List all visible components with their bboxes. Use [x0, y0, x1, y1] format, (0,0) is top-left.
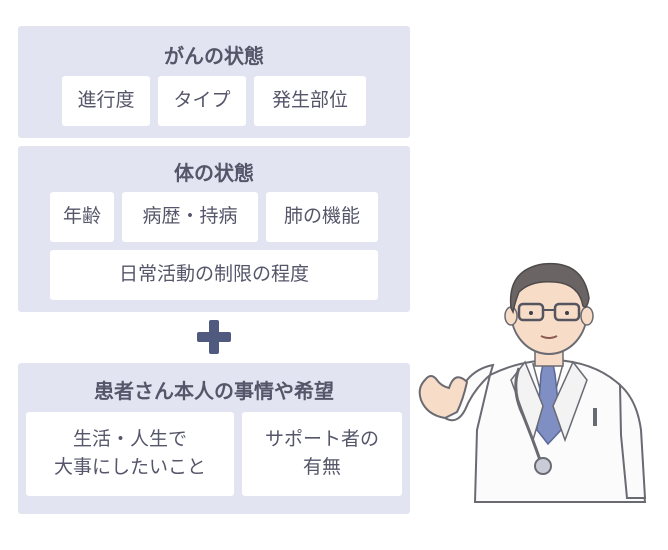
chip-stage: 進行度: [62, 76, 150, 126]
chip-lung-function: 肺の機能: [266, 192, 378, 242]
plus-icon: [197, 320, 231, 354]
doctor-illustration: [418, 262, 647, 503]
chip-life-priorities: 生活・人生で 大事にしたいこと: [26, 412, 234, 496]
chip-site: 発生部位: [254, 76, 366, 126]
patient-circumstances-panel: 患者さん本人の事情や希望 生活・人生で 大事にしたいこと サポート者の 有無: [18, 363, 410, 514]
chip-age: 年齢: [50, 192, 114, 242]
body-state-panel: 体の状態 年齢 病歴・持病 肺の機能 日常活動の制限の程度: [18, 146, 410, 312]
body-state-title: 体の状態: [174, 161, 254, 185]
chip-type: タイプ: [158, 76, 246, 126]
patient-circumstances-title: 患者さん本人の事情や希望: [94, 379, 334, 403]
chip-supporter: サポート者の 有無: [242, 412, 402, 496]
cancer-state-title: がんの状態: [164, 44, 264, 68]
chip-daily-activity: 日常活動の制限の程度: [50, 250, 378, 300]
cancer-state-panel: がんの状態 進行度 タイプ 発生部位: [18, 26, 410, 138]
chip-medical-history: 病歴・持病: [122, 192, 258, 242]
